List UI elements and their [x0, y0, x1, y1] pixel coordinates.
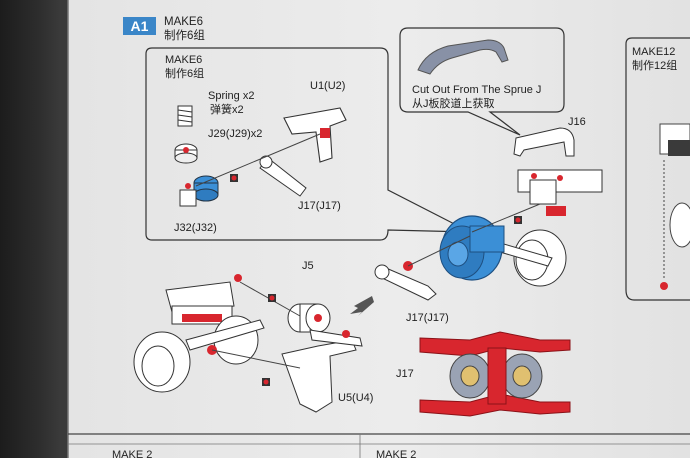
blue-bushing-part: [193, 175, 219, 202]
j17-arm-mid: [374, 261, 437, 301]
callout-box-left: [145, 47, 471, 241]
j17-arm-left: [259, 155, 307, 197]
sprue-text: Cut Out From The Sprue J: [412, 84, 542, 96]
j17-red-part: [419, 331, 571, 417]
label-spring: Spring x2: [208, 90, 255, 102]
label-j17-part: J17: [396, 368, 414, 380]
callout-right-title-cn: 制作12组: [632, 60, 678, 72]
label-j17-mid: J17(J17): [406, 312, 449, 324]
blue-wheel-assembly: [439, 215, 505, 281]
sprue-part-icon: [417, 39, 509, 75]
spring-part: [177, 105, 193, 127]
j16-part: [513, 127, 575, 157]
cap-part-j29: [174, 143, 198, 164]
label-j5: J5: [302, 260, 314, 272]
label-spring-cn: 弹簧x2: [210, 104, 244, 116]
callout-box-right: [625, 37, 690, 301]
callout-left-title: MAKE6: [165, 54, 203, 66]
lower-suspension-unit: [133, 274, 265, 393]
j5-cylinder: [287, 303, 331, 333]
callout-box-sprue: [399, 27, 565, 136]
callout-left-title-cn: 制作6组: [165, 68, 205, 80]
u5-bracket: [281, 329, 363, 413]
label-j32: J32(J32): [174, 222, 217, 234]
label-j17-left: J17(J17): [298, 200, 341, 212]
callout-right-title: MAKE12: [632, 46, 676, 58]
step-badge: A1: [123, 17, 156, 35]
direction-arrow-icon: [350, 296, 374, 316]
bottom-step-mid: MAKE 2: [376, 449, 417, 458]
sprue-text-cn: 从J板胶道上获取: [412, 98, 495, 110]
label-u1: U1(U2): [310, 80, 346, 92]
label-j29: J29(J29)x2: [208, 128, 263, 140]
u1-shock-mount: [283, 107, 347, 163]
label-u5: U5(U4): [338, 392, 374, 404]
bottom-step-left: MAKE 2: [112, 449, 153, 458]
step-title: MAKE6: [164, 16, 203, 28]
step-title-cn: 制作6组: [164, 30, 205, 42]
j32-bracket: [179, 183, 197, 207]
label-j16: J16: [568, 116, 586, 128]
